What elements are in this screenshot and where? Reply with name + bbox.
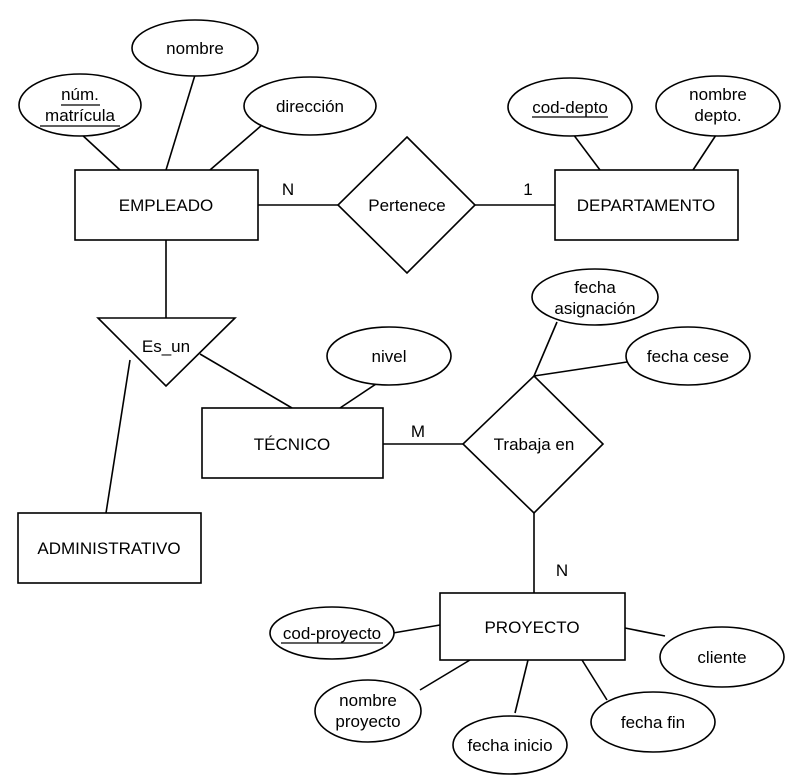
entity-empleado: EMPLEADO <box>74 169 259 241</box>
cardinality-empleado-pertenece: N <box>282 180 294 199</box>
relationship-pertenece-label: Pertenece <box>368 196 446 215</box>
attribute-fecha-cese: fecha cese <box>625 326 751 386</box>
line-empleado-matricula <box>79 132 121 171</box>
cardinality-tecnico-trabaja: M <box>411 422 425 441</box>
attribute-nombre: nombre <box>131 19 259 77</box>
connector-lines <box>79 74 719 714</box>
attribute-fecha-inicio: fecha inicio <box>452 715 568 775</box>
relationship-trabaja-en: Trabaja en <box>461 374 605 515</box>
line-departamento-nombredepto <box>692 131 719 171</box>
attribute-cod-depto-label: cod-depto <box>532 98 608 117</box>
attribute-cod-proyecto: cod-proyecto <box>269 606 395 660</box>
line-proyecto-cliente <box>624 627 666 637</box>
line-proyecto-fechafin <box>581 659 608 701</box>
entity-empleado-label: EMPLEADO <box>119 196 213 215</box>
cardinality-proyecto-trabaja: N <box>556 561 568 580</box>
attribute-nombre-proyecto: nombre proyecto <box>314 679 422 743</box>
line-trabaja-fechacese <box>533 361 628 377</box>
attribute-fecha-asignacion: fecha asignación <box>531 268 659 326</box>
entity-departamento: DEPARTAMENTO <box>554 169 739 241</box>
relationship-trabaja-en-label: Trabaja en <box>494 435 575 454</box>
attribute-cliente-label: cliente <box>697 648 746 667</box>
line-esun-administrativo <box>105 359 131 514</box>
attribute-nombre-depto-line2: depto. <box>694 106 741 125</box>
attribute-fecha-inicio-label: fecha inicio <box>467 736 552 755</box>
attribute-cod-proyecto-label: cod-proyecto <box>283 624 381 643</box>
line-empleado-direccion <box>209 124 263 171</box>
cardinality-departamento-pertenece: 1 <box>523 180 532 199</box>
entity-tecnico: TÉCNICO <box>201 407 384 479</box>
attribute-fecha-cese-label: fecha cese <box>647 347 729 366</box>
entity-departamento-label: DEPARTAMENTO <box>577 196 716 215</box>
attribute-nombre-proyecto-line2: proyecto <box>335 712 400 731</box>
attribute-fecha-asignacion-line2: asignación <box>554 299 635 318</box>
attribute-fecha-fin: fecha fin <box>590 691 716 753</box>
attribute-num-matricula-line1: núm. <box>61 85 99 104</box>
line-empleado-nombre <box>165 74 196 171</box>
cardinality-labels: N 1 M N <box>282 180 568 580</box>
attribute-nivel-label: nivel <box>372 347 407 366</box>
line-proyecto-fechainicio <box>514 659 529 714</box>
attribute-cod-depto: cod-depto <box>507 77 633 137</box>
attribute-nivel: nivel <box>326 326 452 386</box>
attribute-nombre-proyecto-line1: nombre <box>339 691 397 710</box>
attribute-cliente: cliente <box>659 626 785 688</box>
attribute-num-matricula-line2: matrícula <box>45 106 115 125</box>
entity-administrativo: ADMINISTRATIVO <box>17 512 202 584</box>
entity-proyecto: PROYECTO <box>439 592 626 661</box>
attribute-fecha-asignacion-line1: fecha <box>574 278 616 297</box>
attribute-nombre-label: nombre <box>166 39 224 58</box>
entity-proyecto-label: PROYECTO <box>484 618 579 637</box>
attribute-direccion-label: dirección <box>276 97 344 116</box>
isa-es-un-label: Es_un <box>142 337 190 356</box>
line-trabaja-fechaasignacion <box>533 321 558 377</box>
attribute-num-matricula: núm. matrícula <box>18 73 142 137</box>
line-proyecto-nombreproyecto <box>419 659 471 691</box>
attribute-fecha-fin-label: fecha fin <box>621 713 685 732</box>
line-esun-tecnico <box>199 353 293 409</box>
relationship-pertenece: Pertenece <box>336 135 477 275</box>
attribute-direccion: dirección <box>243 76 377 136</box>
entity-tecnico-label: TÉCNICO <box>254 435 331 454</box>
attribute-nombre-depto: nombre depto. <box>655 75 781 137</box>
isa-es-un: Es_un <box>96 317 237 388</box>
entity-administrativo-label: ADMINISTRATIVO <box>37 539 180 558</box>
attribute-nombre-depto-line1: nombre <box>689 85 747 104</box>
line-proyecto-codproyecto <box>392 624 441 634</box>
